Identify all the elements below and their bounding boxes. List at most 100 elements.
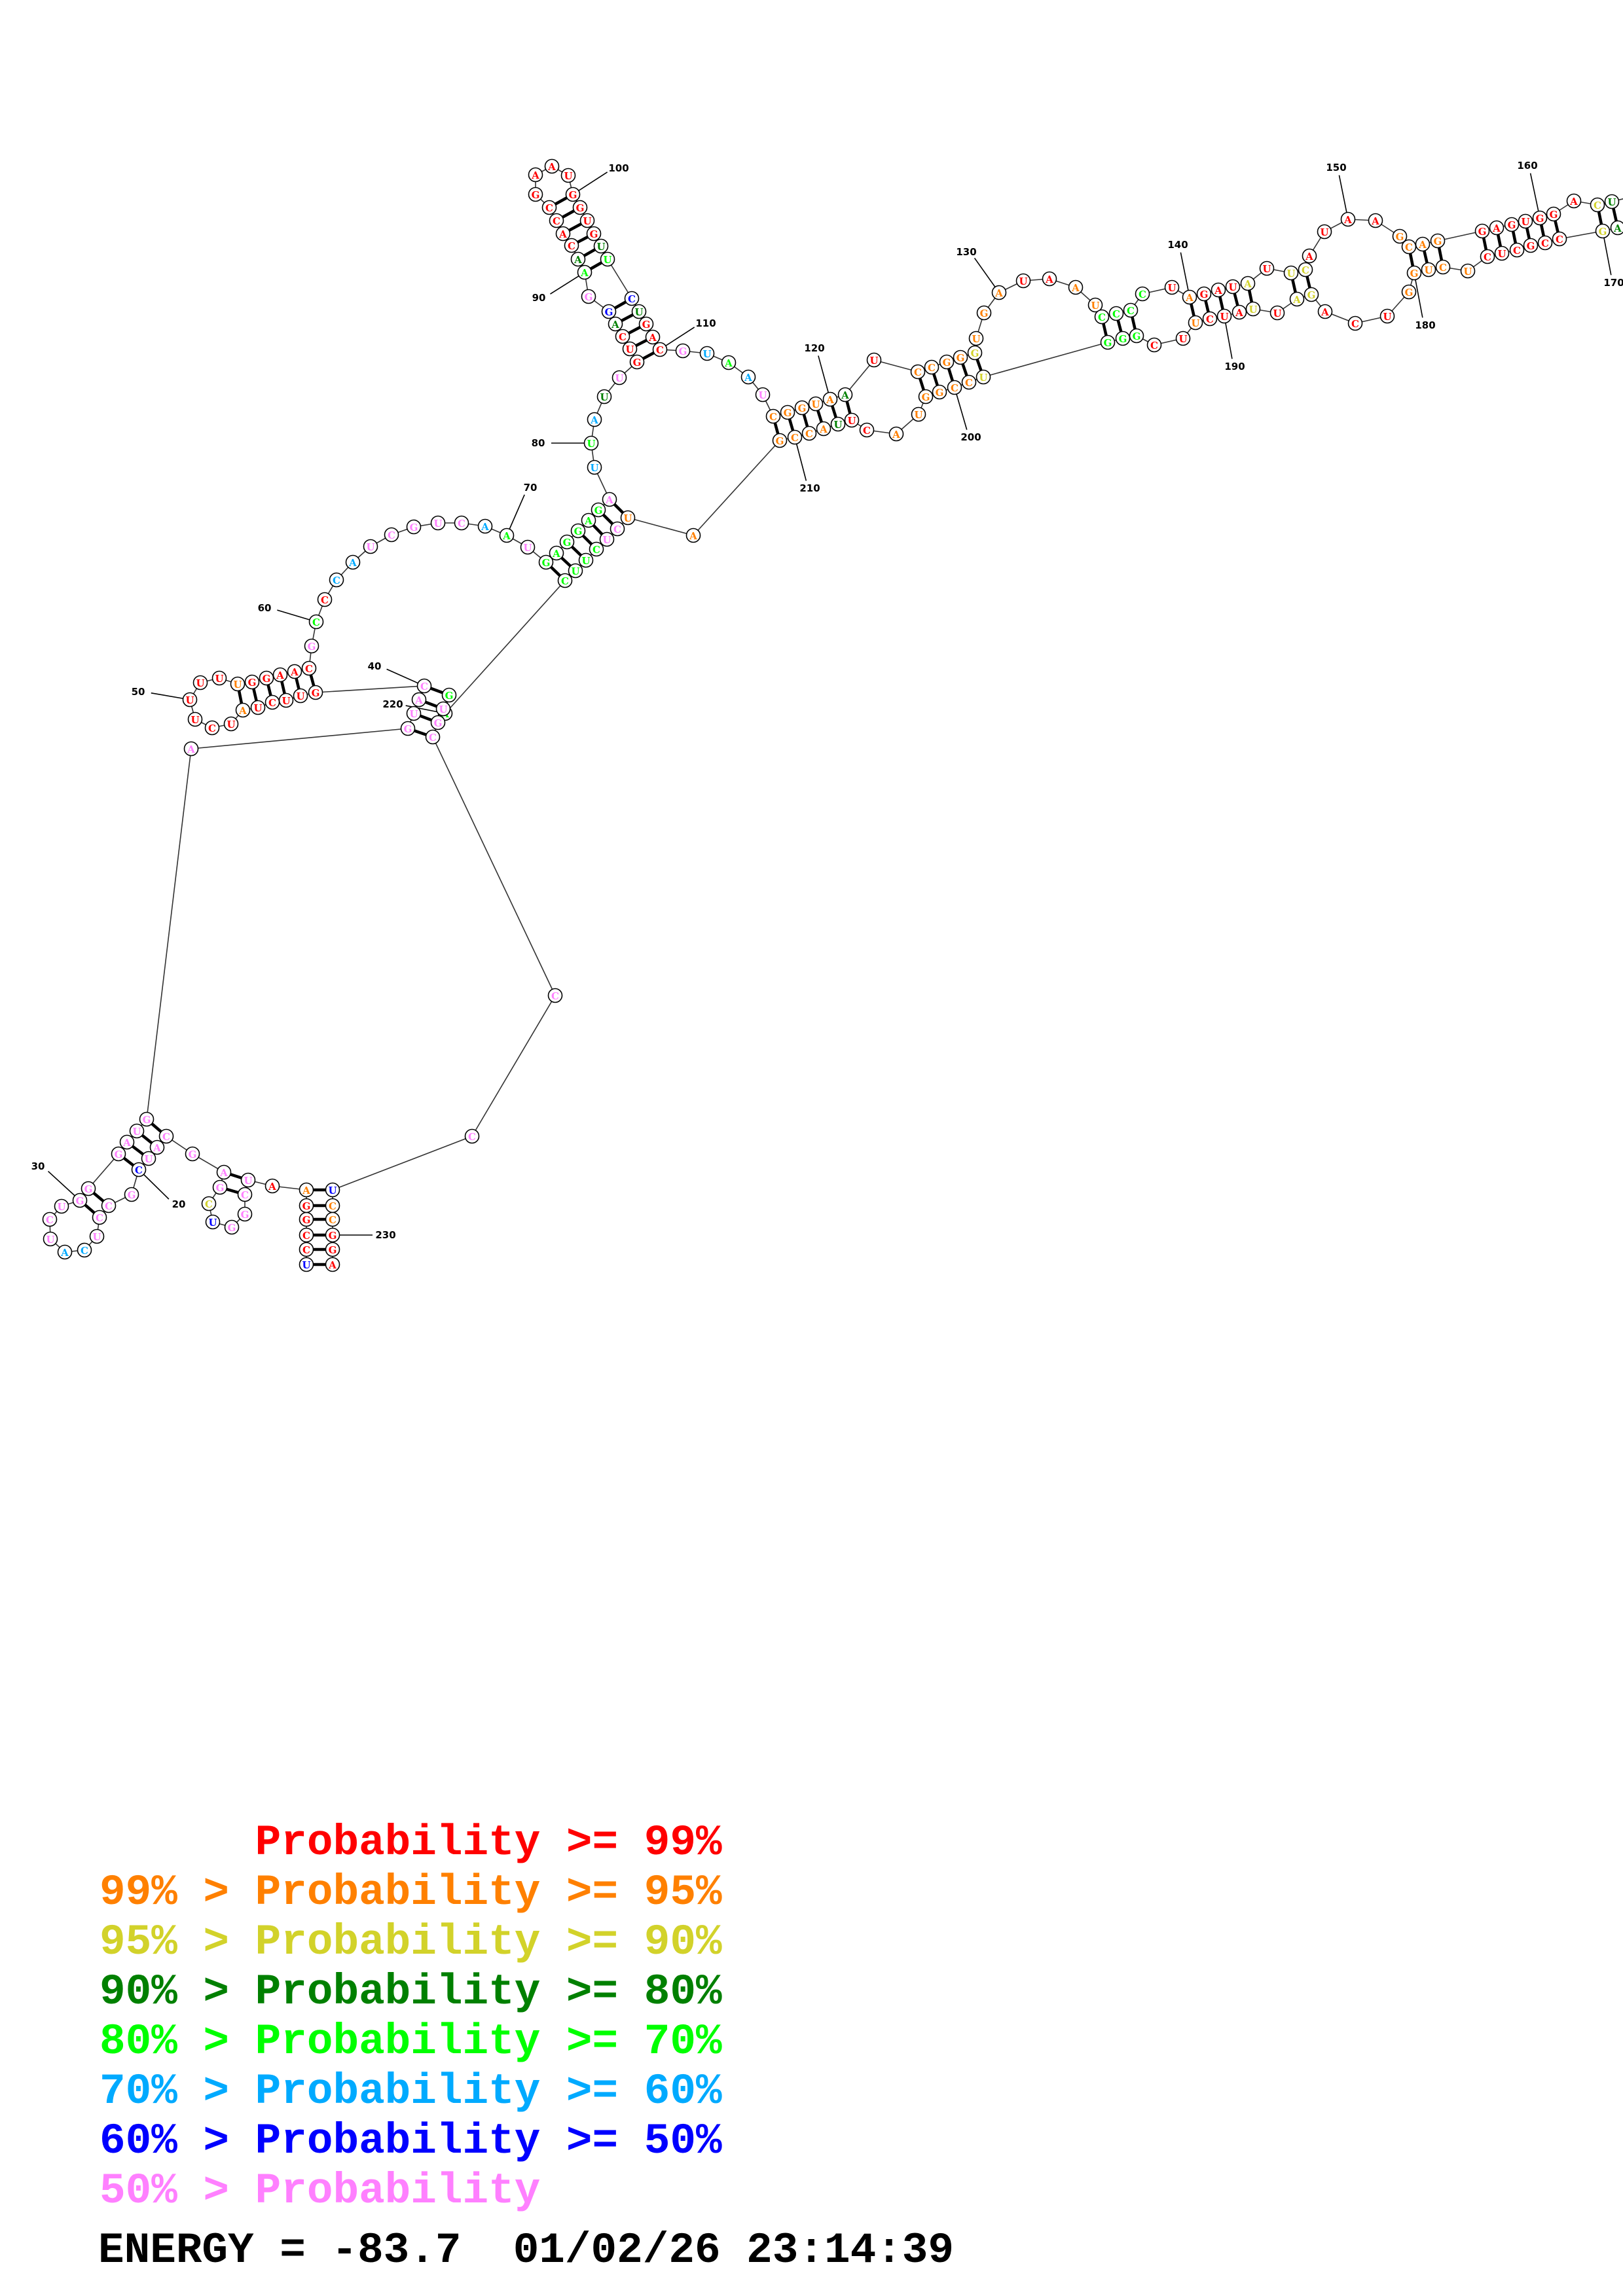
nucleotide-circle	[264, 694, 280, 710]
nucleotide-base: A	[1613, 223, 1622, 234]
nucleotide-179: U	[1421, 262, 1436, 278]
nucleotide-base: U	[603, 254, 611, 266]
nucleotide-circle	[1460, 263, 1476, 279]
nucleotide-base: G	[784, 407, 792, 419]
nucleotide-base: U	[702, 348, 711, 360]
nucleotide-base: C	[268, 697, 276, 709]
nucleotide-135: C	[1094, 309, 1110, 325]
nucleotide-base: C	[241, 1189, 249, 1201]
nucleotide-44: C	[264, 694, 280, 710]
nucleotide-base: G	[302, 1214, 311, 1226]
nucleotide-base: G	[216, 1182, 225, 1194]
nucleotide-89: G	[581, 289, 596, 304]
nucleotide-base: A	[219, 1167, 228, 1179]
backbone-segment	[693, 440, 780, 536]
nucleotide-178: C	[1435, 259, 1451, 275]
nucleotide-187: U	[1269, 305, 1285, 321]
nucleotide-base: G	[1119, 333, 1127, 345]
nucleotide-circle	[1202, 311, 1218, 327]
nucleotide-base: U	[1424, 264, 1432, 276]
nucleotide-circle	[1100, 334, 1116, 350]
nucleotide-circle	[577, 264, 593, 280]
nucleotide-circle	[1610, 220, 1623, 236]
nucleotide-152: G	[1392, 228, 1408, 244]
nucleotide-circle	[325, 1257, 340, 1272]
backbone-segment	[471, 995, 556, 1137]
nucleotide-circle	[602, 492, 617, 507]
nucleotide-base: G	[1200, 289, 1209, 300]
nucleotide-38: U	[406, 706, 422, 721]
nucleotide-184: A	[1317, 304, 1333, 319]
nucleotide-circle	[411, 692, 427, 708]
nucleotide-169: A	[1610, 220, 1623, 236]
nucleotide-112: U	[699, 346, 715, 361]
nucleotide-216: C	[589, 541, 604, 557]
nucleotide-base: C	[1150, 340, 1158, 351]
nucleotide-circle	[593, 238, 609, 254]
nucleotide-101: G	[572, 200, 588, 215]
nucleotide-base: G	[957, 352, 965, 364]
nucleotide-base: G	[574, 526, 583, 537]
nucleotide-221: G	[441, 687, 457, 703]
nucleotide-circle	[1415, 236, 1431, 252]
nucleotide-circle	[205, 1214, 221, 1230]
nucleotide-circle	[416, 678, 432, 694]
nucleotide-base: C	[656, 344, 664, 356]
nucleotide-base: U	[92, 1231, 101, 1243]
nucleotide-circle	[499, 528, 515, 543]
nucleotide-212: A	[685, 528, 701, 543]
nucleotide-186: A	[1289, 291, 1305, 307]
nucleotide-circle	[89, 1229, 105, 1244]
nucleotide-base: U	[583, 215, 591, 227]
nucleotide-circle	[454, 515, 469, 531]
nucleotide-12: U	[205, 1214, 221, 1230]
nucleotide-128: U	[968, 331, 984, 346]
nucleotide-base: C	[81, 1245, 88, 1257]
nucleotide-base: U	[296, 691, 304, 702]
nucleotide-circle	[587, 412, 602, 427]
nucleotide-base: U	[439, 704, 447, 715]
nucleotide-163: C	[1590, 197, 1605, 213]
nucleotide-base: U	[1091, 300, 1099, 312]
nucleotide-circle	[844, 412, 860, 428]
nucleotide-base: G	[312, 687, 320, 699]
nucleotide-base: A	[1343, 214, 1352, 226]
nucleotide-98: A	[544, 158, 560, 174]
nucleotide-192: U	[1188, 315, 1203, 331]
backbone-segment	[627, 517, 694, 536]
nucleotide-base: C	[305, 663, 313, 675]
nucleotide-156: G	[1474, 223, 1490, 239]
nucleotide-circle	[129, 1123, 145, 1139]
nucleotide-circle	[272, 667, 288, 683]
nucleotide-circle	[837, 387, 853, 403]
backbone-segment	[315, 685, 425, 693]
nucleotide-base: G	[1104, 337, 1112, 349]
numbering-label: 130	[956, 246, 976, 258]
nucleotide-78: A	[602, 492, 617, 507]
nucleotide-base: U	[602, 534, 611, 546]
nucleotide-circle	[560, 168, 576, 183]
nucleotide-base: U	[571, 565, 579, 577]
nucleotide-circle	[441, 687, 457, 703]
nucleotide-162: A	[1566, 193, 1582, 209]
numbering-label: 170	[1603, 277, 1623, 289]
nucleotide-base: C	[1112, 308, 1120, 320]
nucleotide-65: C	[384, 527, 399, 543]
nucleotide-circle	[1216, 308, 1232, 324]
nucleotide-base: C	[568, 240, 575, 252]
nucleotide-circle	[1302, 248, 1317, 264]
nucleotide-base: U	[623, 512, 632, 524]
nucleotide-base: C	[105, 1200, 113, 1212]
nucleotide-base: C	[628, 293, 636, 305]
nucleotide-205: C	[859, 422, 875, 438]
nucleotide-circle	[1094, 309, 1110, 325]
nucleotide-base: A	[1071, 282, 1080, 294]
nucleotide-197: G	[1100, 334, 1116, 350]
nucleotide-base: C	[321, 594, 329, 606]
nucleotide-base: A	[302, 1185, 310, 1196]
nucleotide-base: U	[1228, 281, 1237, 293]
nucleotide-15: A	[216, 1164, 232, 1180]
nucleotide-20: C	[131, 1162, 147, 1177]
numbering-label: 220	[382, 698, 403, 710]
nucleotide-circle	[1182, 289, 1197, 305]
